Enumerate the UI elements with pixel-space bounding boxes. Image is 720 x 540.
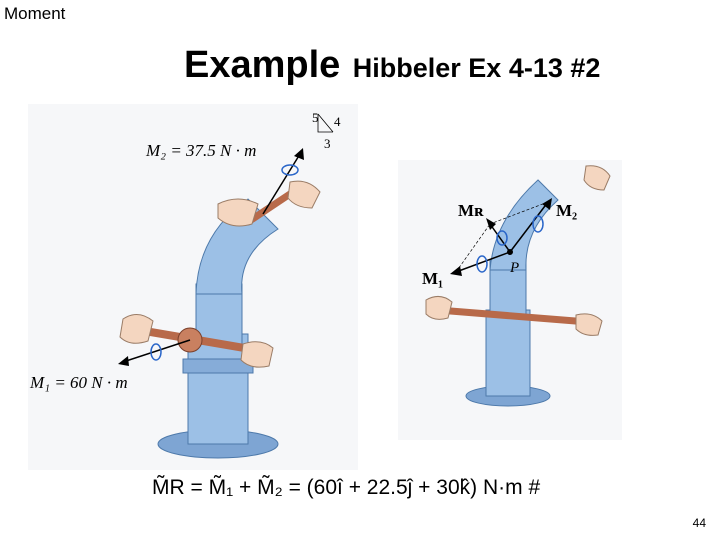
m1-label: M₁ [422, 269, 443, 288]
upper-hand-left [217, 198, 259, 227]
m2-arrowhead [294, 148, 304, 160]
pipe-lower [485, 309, 531, 397]
pipe-lower [187, 333, 249, 445]
left-hand [425, 296, 453, 320]
upper-rod [244, 188, 297, 226]
upper-hand-right [287, 180, 321, 209]
m1-rotation-icon [150, 343, 162, 361]
title-sub: Hibbeler Ex 4-13 #2 [352, 53, 601, 83]
m2-vector [262, 153, 301, 215]
m1-label: M₁ = 60 N · m [29, 373, 128, 392]
m1-rotation-icon [476, 255, 488, 273]
m1-vector [122, 339, 191, 363]
m2-rotation-icon [532, 215, 544, 233]
slope-triangle [317, 114, 333, 133]
right-hand [575, 313, 603, 336]
upper-hand [583, 165, 611, 191]
left-hand [119, 314, 154, 344]
title-main: Example [184, 44, 341, 86]
right-hand [240, 341, 274, 368]
m1-arrowhead [118, 356, 129, 366]
resultant-equation: M̃R = M̃₁ + M̃₂ = (60î + 22.5ĵ + 30k̂) N… [152, 476, 541, 499]
mr-rotation-icon [496, 230, 508, 246]
m2-rotation-icon [281, 164, 299, 176]
point-p-label: P [509, 260, 519, 276]
slide-title: Example Hibbeler Ex 4-13 #2 [184, 44, 600, 87]
left-figure: M₂ = 37.5 N · m 5 4 3 M₁ = 60 N · m [28, 104, 358, 470]
right-figure: Mʀ M₂ M₁ P [398, 160, 622, 440]
mr-vector [489, 223, 511, 253]
slope-5: 5 [312, 110, 319, 125]
slope-3: 3 [324, 136, 331, 151]
lower-rod [434, 306, 592, 326]
section-header: Moment [4, 4, 66, 23]
m1-vector [455, 251, 511, 273]
m2-label: M₂ = 37.5 N · m [145, 141, 256, 160]
page-number: 44 [692, 516, 706, 530]
slope-4: 4 [334, 114, 341, 129]
m2-vector [509, 201, 549, 253]
mr-label: Mʀ [458, 201, 484, 220]
m2-label: M₂ [556, 201, 577, 220]
